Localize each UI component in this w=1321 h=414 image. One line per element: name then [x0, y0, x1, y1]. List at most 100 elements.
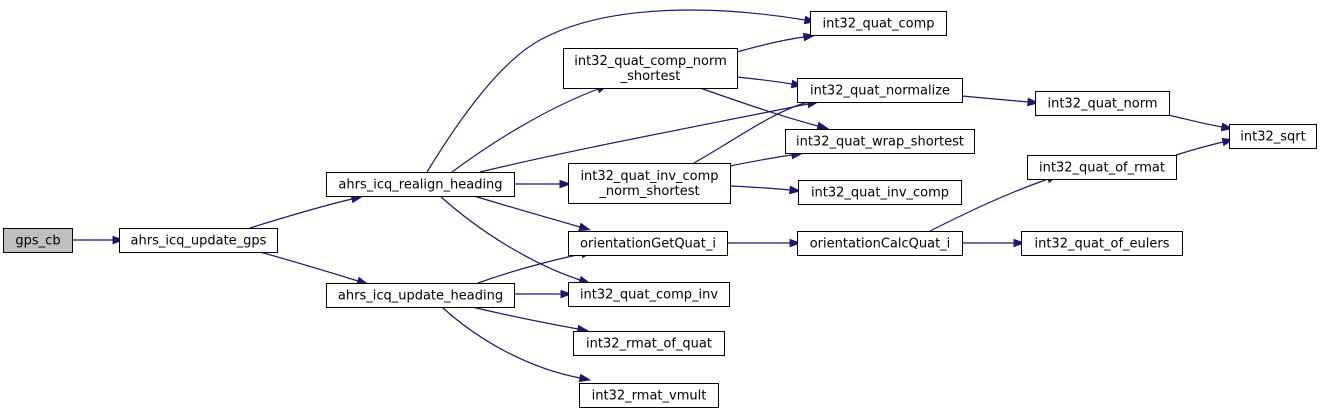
edge-line — [736, 76, 793, 85]
edge-orientationCalcQuat_i-to-int32_quat_of_eulers — [962, 238, 1026, 248]
node-label: orientationCalcQuat_i — [810, 237, 951, 252]
edge-orientationGetQuat_i-to-orientationCalcQuat_i — [727, 238, 802, 248]
edge-line — [441, 306, 581, 379]
edge-line — [699, 87, 819, 127]
edge-line — [479, 103, 809, 173]
edge-line — [961, 95, 1029, 103]
arrowhead-icon — [578, 373, 592, 383]
node-int32-quat-comp-norm-shortest[interactable]: int32_quat_comp_norm_shortest — [563, 48, 738, 89]
arrowhead-icon — [112, 235, 125, 245]
node-label: int32_quat_comp_norm — [574, 54, 727, 69]
edge-int32_quat_inv_comp_norm_shortest-to-int32_quat_inv_comp — [729, 185, 802, 195]
node-label: _shortest — [620, 69, 681, 84]
node-int32-quat-norm[interactable]: int32_quat_norm — [1035, 91, 1170, 116]
node-label: int32_quat_of_eulers — [1034, 237, 1169, 252]
edge-line — [471, 306, 579, 330]
edge-int32_quat_normalize-to-int32_quat_norm — [961, 95, 1040, 107]
node-int32-quat-inv-comp[interactable]: int32_quat_inv_comp — [798, 180, 962, 205]
node-int32-sqrt[interactable]: int32_sqrt — [1229, 124, 1317, 149]
node-label: int32_quat_comp — [822, 17, 934, 32]
edge-ahrs_icq_realign_heading-to-int32_quat_comp_norm_shortest — [451, 84, 609, 173]
node-int32-rmat-of-quat[interactable]: int32_rmat_of_quat — [573, 331, 725, 356]
edge-ahrs_icq_update_heading-to-int32_quat_comp_inv — [514, 289, 573, 299]
edge-int32_quat_comp_norm_shortest-to-int32_quat_comp — [736, 32, 816, 53]
node-box — [568, 231, 728, 256]
node-label: orientationGetQuat_i — [580, 237, 716, 252]
node-label: int32_rmat_of_quat — [586, 337, 712, 352]
arrowhead-icon — [816, 121, 830, 131]
arrowhead-icon — [789, 185, 802, 195]
edge-line — [1175, 141, 1224, 156]
edge-ahrs_icq_realign_heading-to-int32_quat_inv_comp_norm_shortest — [514, 179, 572, 189]
node-orientationGetQuat-i[interactable]: orientationGetQuat_i — [568, 231, 728, 256]
edge-ahrs_icq_update_gps-to-ahrs_icq_update_heading — [259, 251, 369, 285]
node-label: ahrs_icq_realign_heading — [338, 178, 502, 193]
node-box — [798, 180, 962, 205]
node-orientationCalcQuat-i[interactable]: orientationCalcQuat_i — [797, 231, 963, 256]
node-int32-quat-of-eulers[interactable]: int32_quat_of_eulers — [1021, 231, 1183, 256]
arrowhead-icon — [1027, 97, 1040, 107]
edge-line — [249, 198, 353, 229]
node-label: int32_rmat_vmult — [592, 389, 707, 404]
edge-line — [1167, 114, 1223, 128]
node-box — [797, 78, 963, 103]
edge-line — [729, 185, 791, 191]
node-box — [1035, 91, 1170, 116]
edge-ahrs_icq_update_gps-to-ahrs_icq_realign_heading — [249, 194, 364, 229]
edge-line — [736, 36, 805, 53]
node-label: int32_quat_normalize — [810, 84, 950, 99]
node-int32-quat-inv-comp-norm-shortest[interactable]: int32_quat_inv_comp_norm_shortest — [568, 163, 731, 204]
node-int32-rmat-vmult[interactable]: int32_rmat_vmult — [579, 383, 719, 408]
node-label: _norm_shortest — [598, 184, 699, 199]
edge-ahrs_icq_update_heading-to-int32_rmat_of_quat — [471, 306, 590, 334]
arrowhead-icon — [559, 179, 572, 189]
node-ahrs-icq-update-gps[interactable]: ahrs_icq_update_gps — [119, 228, 278, 253]
edge-line — [426, 9, 806, 173]
edge-line — [729, 154, 793, 167]
arrowhead-icon — [789, 238, 802, 248]
arrowhead-icon — [578, 222, 592, 232]
node-box — [785, 129, 975, 154]
node-label: int32_quat_comp_inv — [580, 288, 718, 303]
function-nodes: gps_cb ahrs_icq_update_gps ahrs_icq_realig… — [3, 11, 1317, 408]
node-box — [1021, 231, 1183, 256]
node-box — [3, 228, 73, 253]
edge-int32_quat_comp_norm_shortest-to-int32_quat_normalize — [736, 76, 804, 89]
node-label: int32_quat_inv_comp — [811, 186, 949, 201]
node-label: int32_sqrt — [1240, 130, 1305, 145]
node-box — [810, 11, 947, 36]
node-box — [1229, 124, 1317, 149]
node-box — [326, 172, 515, 197]
edge-ahrs_icq_update_heading-to-int32_rmat_vmult — [441, 306, 592, 383]
node-box — [573, 331, 725, 356]
node-int32-quat-comp-inv[interactable]: int32_quat_comp_inv — [568, 282, 730, 307]
arrowhead-icon — [560, 289, 573, 299]
node-int32-quat-normalize[interactable]: int32_quat_normalize — [797, 78, 963, 103]
node-label: int32_quat_wrap_shortest — [796, 135, 964, 150]
edge-line — [451, 88, 599, 173]
edge-line — [929, 178, 1049, 232]
edge-ahrs_icq_realign_heading-to-int32_quat_comp — [426, 9, 817, 173]
node-int32-quat-of-rmat[interactable]: int32_quat_of_rmat — [1027, 155, 1177, 180]
arrowhead-icon — [1013, 238, 1026, 248]
node-ahrs-icq-realign-heading[interactable]: ahrs_icq_realign_heading — [326, 172, 515, 197]
edge-line — [473, 195, 581, 228]
node-gps-cb: gps_cb — [3, 228, 73, 253]
node-box — [568, 163, 731, 204]
node-box — [1027, 155, 1177, 180]
node-int32-quat-wrap-shortest[interactable]: int32_quat_wrap_shortest — [785, 129, 975, 154]
edge-int32_quat_of_rmat-to-int32_sqrt — [1175, 137, 1235, 156]
node-label: gps_cb — [15, 234, 60, 249]
node-box — [326, 283, 515, 308]
edge-line — [439, 195, 581, 281]
node-label: ahrs_icq_update_gps — [131, 234, 267, 249]
node-label: ahrs_icq_update_heading — [338, 289, 503, 304]
node-int32-quat-comp[interactable]: int32_quat_comp — [810, 11, 947, 36]
edge-line — [693, 101, 809, 164]
node-label: int32_quat_inv_comp — [580, 169, 718, 184]
node-label: int32_quat_norm — [1047, 97, 1157, 112]
node-ahrs-icq-update-heading[interactable]: ahrs_icq_update_heading — [326, 283, 515, 308]
node-box — [568, 282, 730, 307]
node-label: int32_quat_of_rmat — [1039, 161, 1165, 176]
